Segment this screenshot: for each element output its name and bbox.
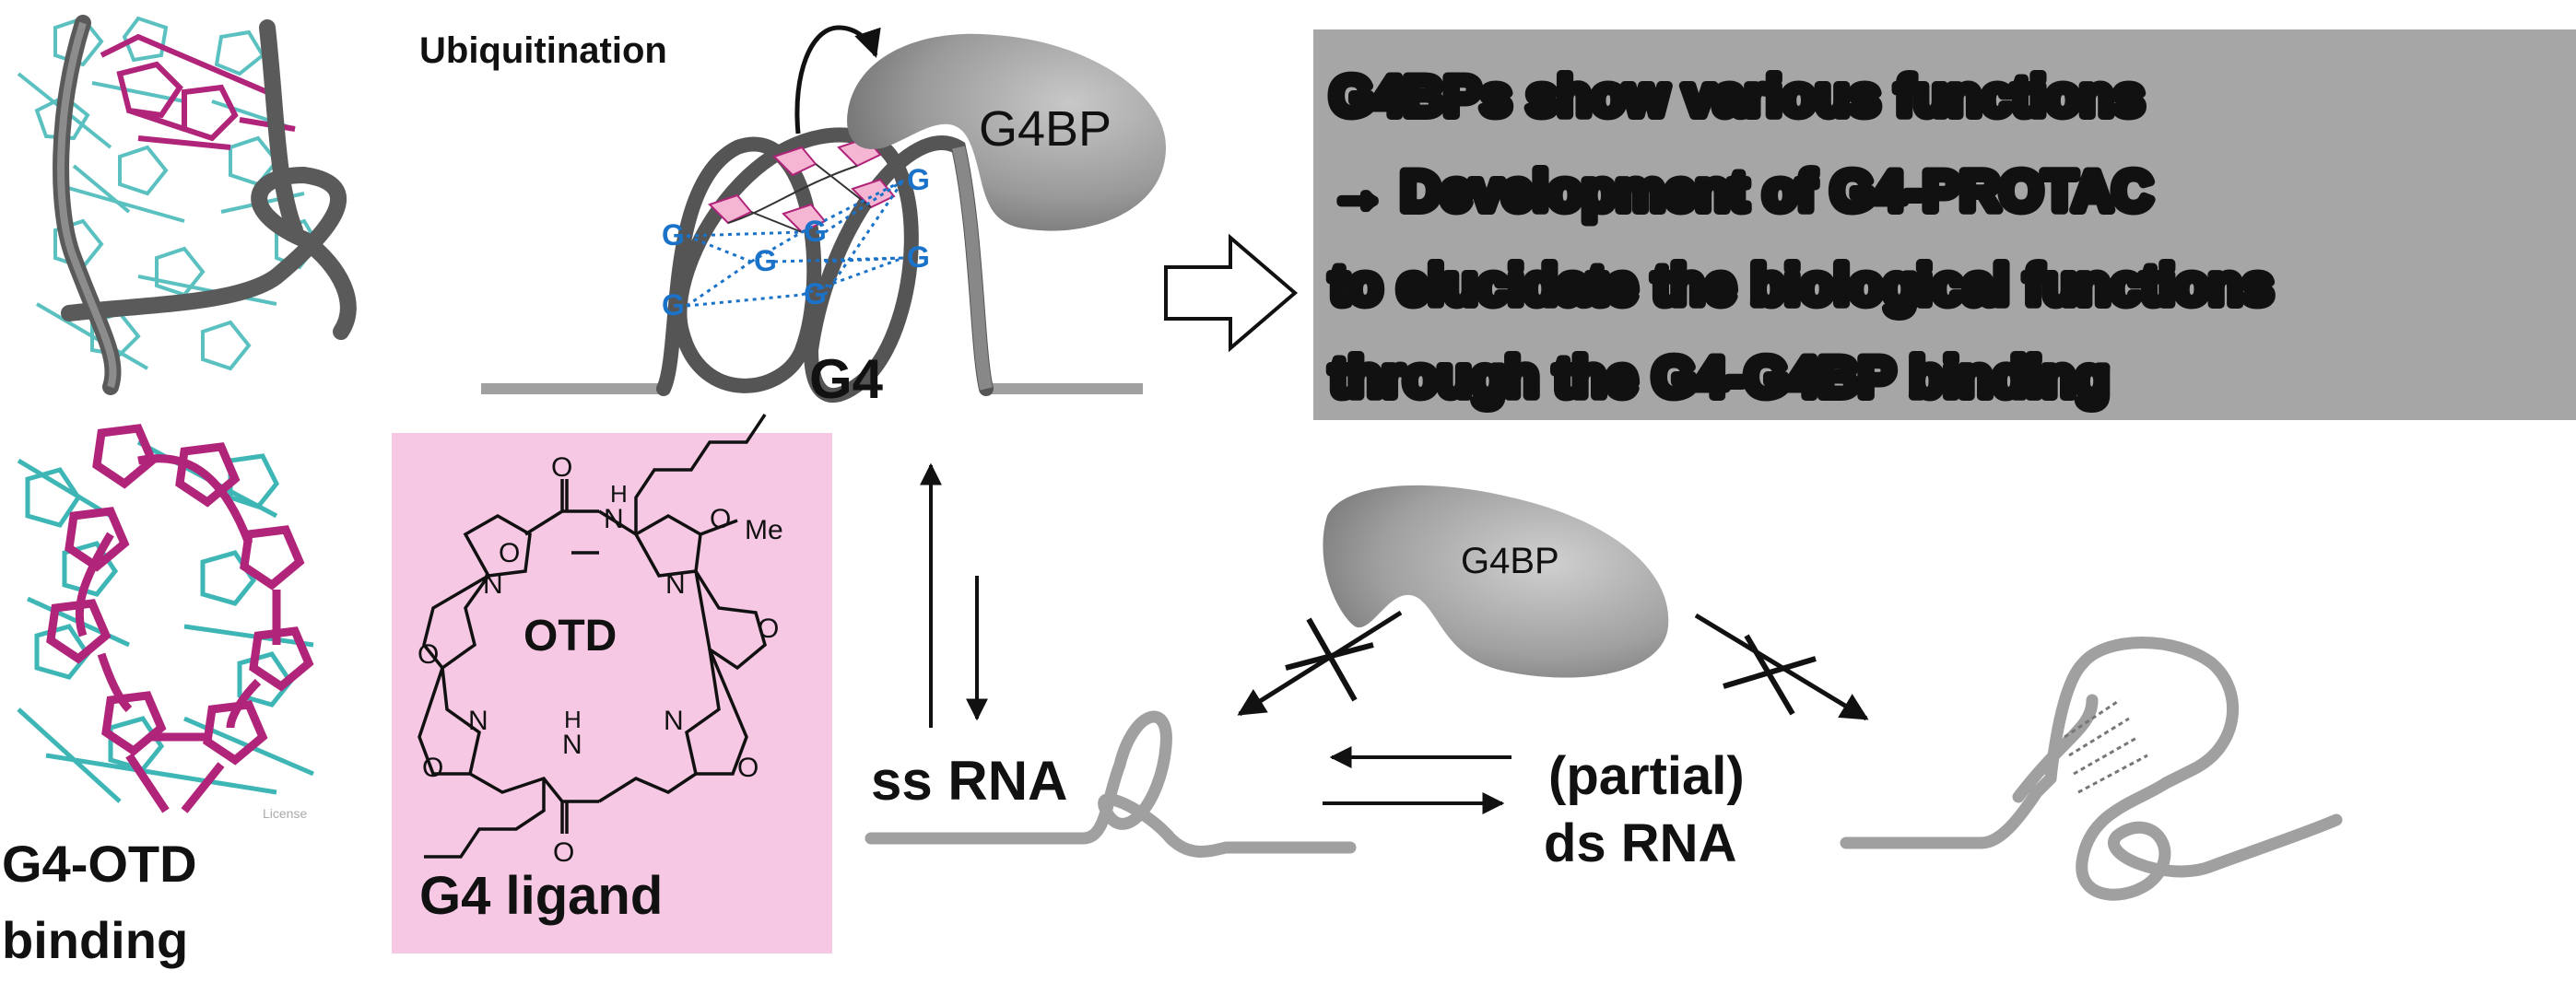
g4bp-protein-top <box>847 33 1166 231</box>
atom-o: O <box>710 504 731 534</box>
atom-o: O <box>737 753 759 783</box>
g4-structure-image <box>17 15 357 395</box>
g-letter: G <box>804 215 827 248</box>
partial-label: (partial) <box>1548 746 1745 806</box>
atom-n: N <box>562 730 582 760</box>
ds-rna-structure <box>1840 637 2343 901</box>
g4-otd-label: G4-OTD <box>2 835 197 893</box>
cross-icon <box>1723 634 1817 716</box>
info-line-2: → Development of G4-PROTAC <box>1330 160 2152 222</box>
atom-o: O <box>418 639 439 670</box>
ubiquitination-label: Ubiquitination <box>419 30 667 71</box>
g4bp-top-label: G4BP <box>979 101 1112 157</box>
atom-n: N <box>604 504 624 534</box>
info-box <box>1313 29 2576 420</box>
atom-n: N <box>468 706 488 736</box>
atom-me: Me <box>745 515 783 545</box>
otd-label: OTD <box>523 612 617 661</box>
atom-o: O <box>499 538 520 568</box>
atom-o: O <box>758 614 779 644</box>
ss-rna-strand <box>865 710 1357 858</box>
g4-ligand-label: G4 ligand <box>419 866 663 926</box>
atom-o: O <box>551 452 572 483</box>
ds-rna-label: ds RNA <box>1544 813 1736 873</box>
base-pair-lines <box>2064 698 2148 794</box>
g4-label: G4 <box>809 348 884 410</box>
g-letter: G <box>662 288 685 322</box>
g4bp-mid-label: G4BP <box>1461 541 1559 581</box>
atom-h: H <box>564 706 582 733</box>
info-line-3: to elucidate the biological functions <box>1330 254 2273 316</box>
atom-n: N <box>664 706 684 736</box>
open-arrow-icon <box>1164 233 1299 353</box>
g4-schematic: G G G G G G G G G4BP Ubiquitination G4 <box>419 25 1166 410</box>
atom-o: O <box>422 753 443 783</box>
atom-n: N <box>665 569 686 600</box>
cross-icon <box>1285 617 1374 702</box>
g-letter: G <box>907 163 930 196</box>
atom-o: O <box>553 837 574 868</box>
ss-rna-label: ss RNA <box>871 750 1067 812</box>
license-text: License <box>263 806 307 821</box>
blocked-arrow-left <box>1237 610 1403 717</box>
g4bp-protein-mid <box>1323 485 1669 678</box>
g-letter: G <box>907 240 930 274</box>
g-letter: G <box>804 277 827 310</box>
info-line-1: G4BPs show various functions <box>1330 65 2145 127</box>
g4-otd-binding-image: License <box>17 424 314 821</box>
atom-n: N <box>483 569 503 600</box>
g-letter: G <box>662 218 685 251</box>
otd-structure <box>418 414 767 859</box>
atom-h: H <box>610 480 628 508</box>
info-line-4: through the G4-G4BP binding <box>1330 346 2110 408</box>
binding-label: binding <box>2 911 188 969</box>
ubiquitination-arrow <box>794 25 881 134</box>
